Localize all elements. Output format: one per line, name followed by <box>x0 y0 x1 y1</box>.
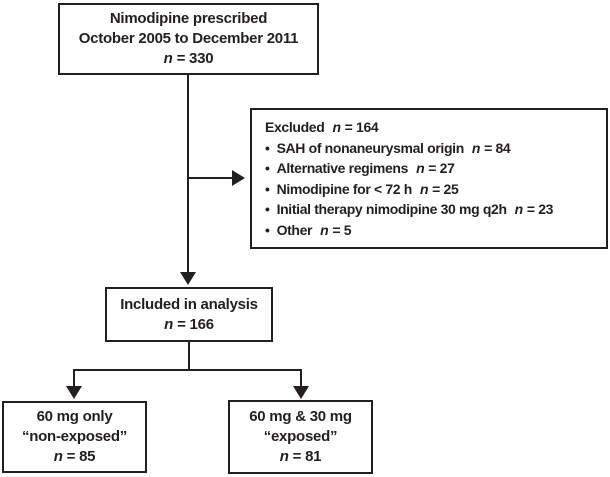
n-value: = 5 <box>332 221 352 238</box>
n-variable: n <box>471 139 481 156</box>
excluded-item: • SAH of nonaneurysmal origin n= 84 <box>265 138 511 159</box>
included-box: Included in analysis n= 166 <box>105 287 273 342</box>
bullet-icon: • <box>265 221 270 238</box>
excluded-item: • Initial therapy nimodipine 30 mg q2h n= … <box>265 199 553 220</box>
non-exposed-line1: 60 mg only <box>36 408 113 425</box>
non-exposed-count: n= 85 <box>54 447 96 467</box>
n-value: = 84 <box>484 139 511 156</box>
n-value: = 164 <box>344 119 379 135</box>
excluded-item-text: Nimodipine for < 72 h <box>276 180 413 197</box>
n-value: = 85 <box>66 448 96 465</box>
n-value: = 166 <box>177 315 214 333</box>
exposed-line2: “exposed” <box>263 428 338 445</box>
connector-excluded-branch <box>188 177 233 179</box>
bullet-icon: • <box>265 180 270 197</box>
non-exposed-box: 60 mg only “non-exposed” n= 85 <box>2 401 147 473</box>
n-variable: n <box>419 180 429 197</box>
exposed-line1: 60 mg & 30 mg <box>249 408 352 425</box>
n-value: = 25 <box>432 180 459 197</box>
n-value: = 330 <box>176 50 214 67</box>
n-variable: n <box>279 448 289 465</box>
down-arrowhead-icon <box>293 386 309 399</box>
down-arrowhead-icon <box>66 386 82 399</box>
n-variable: n <box>320 221 329 238</box>
excluded-item-text: Alternative regimens <box>276 160 409 176</box>
excluded-item-text: Initial therapy nimodipine 30 mg q2h <box>276 201 507 217</box>
included-count: n= 166 <box>164 315 214 335</box>
exposed-box: 60 mg & 30 mg “exposed” n= 81 <box>228 400 373 474</box>
excluded-title-line: Excluded n= 164 <box>265 117 379 138</box>
n-value: = 81 <box>292 448 322 465</box>
excluded-title: Excluded <box>265 119 325 135</box>
right-arrowhead-icon <box>232 170 245 186</box>
included-line1: Included in analysis <box>120 295 258 313</box>
exposed-count: n= 81 <box>280 447 322 467</box>
connector-left-drop <box>73 370 75 387</box>
connector-split-bar <box>73 369 302 371</box>
enrollment-count: n= 330 <box>164 49 214 69</box>
bullet-icon: • <box>265 160 270 176</box>
bullet-icon: • <box>265 201 270 217</box>
enrollment-line1: Nimodipine prescribed <box>109 10 268 27</box>
connector-main-stem <box>187 74 189 273</box>
connector-included-stem <box>188 342 190 370</box>
connector-right-drop <box>300 370 302 387</box>
enrollment-box: Nimodipine prescribed October 2005 to De… <box>58 3 319 75</box>
down-arrowhead-icon <box>180 272 196 285</box>
n-variable: n <box>332 119 341 135</box>
excluded-item-text: Other <box>276 221 313 238</box>
non-exposed-line2: “non-exposed” <box>21 428 128 445</box>
n-value: = 23 <box>526 201 554 217</box>
n-variable: n <box>163 50 173 67</box>
excluded-item-text: SAH of nonaneurysmal origin <box>276 139 465 156</box>
excluded-item: • Nimodipine for < 72 h n= 25 <box>265 179 459 200</box>
enrollment-line2: October 2005 to December 2011 <box>78 30 299 47</box>
n-variable: n <box>514 201 524 217</box>
excluded-item: • Alternative regimens n= 27 <box>265 158 455 179</box>
bullet-icon: • <box>265 139 270 156</box>
n-variable: n <box>416 160 425 176</box>
n-variable: n <box>53 448 63 465</box>
n-value: = 27 <box>428 160 455 176</box>
n-variable: n <box>164 315 174 333</box>
